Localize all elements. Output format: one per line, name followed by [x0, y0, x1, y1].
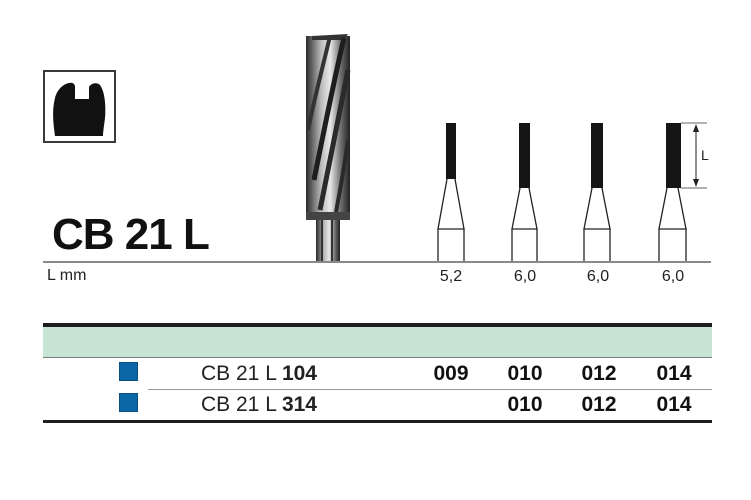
- bur-photo-image: [300, 30, 360, 262]
- length-value-2: 6,0: [513, 268, 537, 285]
- dimension-label-L: L: [701, 147, 709, 163]
- bur-diagram-4: [658, 122, 707, 262]
- table-row[interactable]: CB 21 L 104 009 010 012 014: [43, 360, 712, 389]
- size-cell: 012: [581, 362, 617, 385]
- blue-square-marker-icon: [119, 393, 138, 412]
- table-row[interactable]: CB 21 L 314 010 012 014: [43, 391, 712, 420]
- shape-silhouette-icon: [53, 82, 106, 136]
- blue-square-marker-icon: [119, 362, 138, 381]
- bur-size-diagrams: [420, 110, 720, 262]
- bur-diagram-2: [511, 123, 538, 262]
- table-header-band: [43, 327, 712, 358]
- length-value-4: 6,0: [661, 268, 685, 285]
- size-cell: 014: [656, 362, 692, 385]
- size-cell: 010: [507, 393, 543, 416]
- length-value-3: 6,0: [586, 268, 610, 285]
- size-cell: 010: [507, 362, 543, 385]
- length-unit-label: L mm: [47, 267, 87, 284]
- bur-shape-profile-icon: [43, 70, 116, 143]
- bur-diagram-1: [437, 123, 465, 262]
- table-top-rule: [43, 323, 712, 327]
- size-cell: 012: [581, 393, 617, 416]
- table-bottom-rule: [43, 420, 712, 423]
- bur-diagram-3: [583, 123, 611, 262]
- size-cell: 014: [656, 393, 692, 416]
- article-number: CB 21 L 104: [201, 362, 317, 385]
- size-cell: 009: [433, 362, 469, 385]
- row-divider: [148, 389, 712, 390]
- product-code-title: CB 21 L: [52, 210, 210, 259]
- length-value-1: 5,2: [439, 268, 463, 285]
- baseline-divider: [43, 261, 711, 263]
- article-number: CB 21 L 314: [201, 393, 317, 416]
